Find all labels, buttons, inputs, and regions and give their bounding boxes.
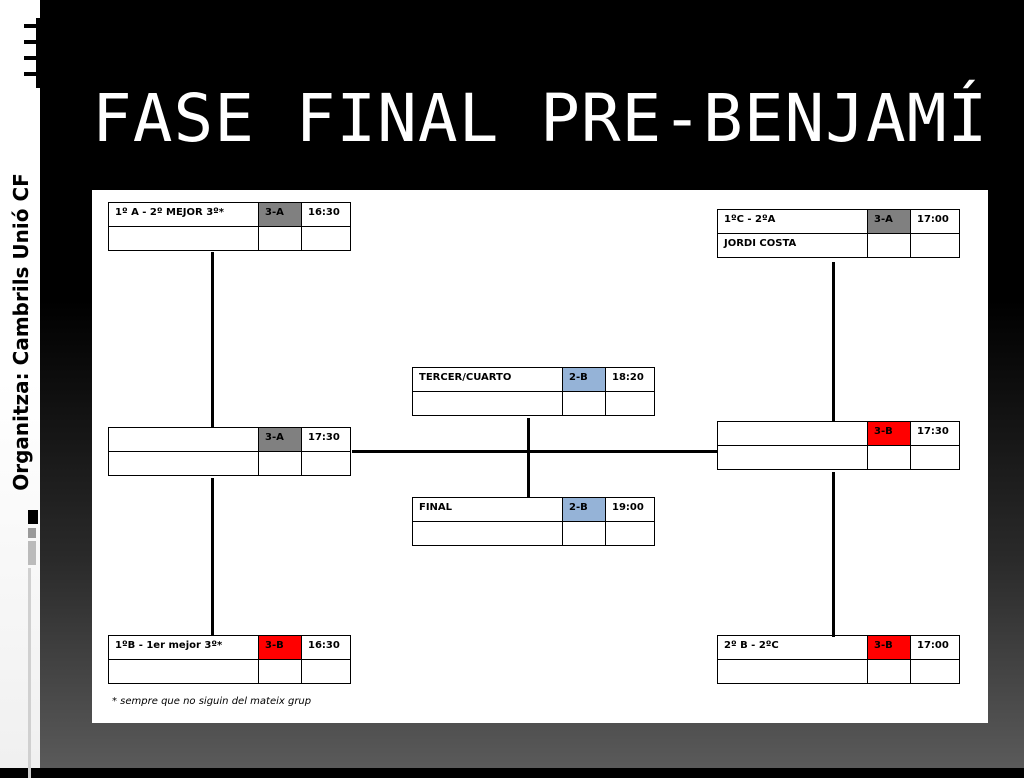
connector-left-upper xyxy=(211,252,214,428)
match-row-top: 2º B - 2ºC 3-B 17:00 xyxy=(717,635,960,660)
empty-cell xyxy=(258,659,302,684)
match-row-bottom xyxy=(108,659,351,684)
match-row-bottom xyxy=(412,521,655,546)
match-box: 3-A 17:30 xyxy=(108,427,351,476)
match-row-top: 1º A - 2º MEJOR 3º* 3-A 16:30 xyxy=(108,202,351,227)
connector-left-lower xyxy=(211,478,214,635)
connector-center xyxy=(527,418,530,498)
team-cell xyxy=(108,427,259,452)
match-box: 3-B 17:30 xyxy=(717,421,960,470)
empty-cell xyxy=(867,233,911,258)
match-box: 2º B - 2ºC 3-B 17:00 xyxy=(717,635,960,684)
empty-cell xyxy=(258,226,302,251)
field-cell: 3-A xyxy=(867,209,911,234)
match-row-top: 3-A 17:30 xyxy=(108,427,351,452)
team-cell: FINAL xyxy=(412,497,563,522)
team-cell: TERCER/CUARTO xyxy=(412,367,563,392)
match-row-bottom xyxy=(108,451,351,476)
team-cell xyxy=(717,659,868,684)
match-row-bottom: JORDI COSTA xyxy=(717,233,960,258)
empty-cell xyxy=(605,391,655,416)
match-row-top: 3-B 17:30 xyxy=(717,421,960,446)
team-cell xyxy=(108,451,259,476)
decorative-bars-icon xyxy=(28,510,40,778)
connector-right-lower xyxy=(832,472,835,637)
field-cell: 3-B xyxy=(867,635,911,660)
time-cell: 17:00 xyxy=(910,635,960,660)
match-box: TERCER/CUARTO 2-B 18:20 xyxy=(412,367,655,416)
empty-cell xyxy=(867,659,911,684)
team-cell xyxy=(108,659,259,684)
team-cell xyxy=(717,421,868,446)
decorative-lines-icon xyxy=(24,18,42,88)
field-cell: 3-B xyxy=(258,635,302,660)
team-cell xyxy=(412,391,563,416)
empty-cell xyxy=(910,445,960,470)
team-cell xyxy=(717,445,868,470)
empty-cell xyxy=(910,659,960,684)
team-cell: 1ºB - 1er mejor 3º* xyxy=(108,635,259,660)
organizer-label: Organitza: Cambrils Unió CF xyxy=(9,173,33,491)
time-cell: 16:30 xyxy=(301,202,351,227)
match-row-top: FINAL 2-B 19:00 xyxy=(412,497,655,522)
team-cell: 1ºC - 2ºA xyxy=(717,209,868,234)
slide-title: FASE FINAL PRE-BENJAMÍ xyxy=(92,80,989,157)
field-cell: 2-B xyxy=(562,497,606,522)
bracket-panel: 1º A - 2º MEJOR 3º* 3-A 16:30 3-A 17:30 … xyxy=(92,190,988,723)
empty-cell xyxy=(562,391,606,416)
connector-right-upper xyxy=(832,262,835,422)
empty-cell xyxy=(605,521,655,546)
time-cell: 18:20 xyxy=(605,367,655,392)
match-row-bottom xyxy=(412,391,655,416)
sidebar: Organitza: Cambrils Unió CF xyxy=(0,0,42,778)
team-cell xyxy=(108,226,259,251)
time-cell: 17:30 xyxy=(301,427,351,452)
empty-cell xyxy=(562,521,606,546)
team-cell xyxy=(412,521,563,546)
empty-cell xyxy=(301,451,351,476)
time-cell: 16:30 xyxy=(301,635,351,660)
team-cell: 1º A - 2º MEJOR 3º* xyxy=(108,202,259,227)
team-cell: JORDI COSTA xyxy=(717,233,868,258)
connector-horizontal xyxy=(352,450,717,453)
time-cell: 19:00 xyxy=(605,497,655,522)
field-cell: 3-A xyxy=(258,202,302,227)
empty-cell xyxy=(258,451,302,476)
footnote: * sempre que no siguin del mateix grup xyxy=(112,696,312,707)
match-row-top: TERCER/CUARTO 2-B 18:20 xyxy=(412,367,655,392)
empty-cell xyxy=(301,659,351,684)
field-cell: 3-B xyxy=(867,421,911,446)
match-row-bottom xyxy=(717,445,960,470)
match-row-top: 1ºB - 1er mejor 3º* 3-B 16:30 xyxy=(108,635,351,660)
match-row-top: 1ºC - 2ºA 3-A 17:00 xyxy=(717,209,960,234)
match-row-bottom xyxy=(717,659,960,684)
match-box: FINAL 2-B 19:00 xyxy=(412,497,655,546)
match-box: 1º A - 2º MEJOR 3º* 3-A 16:30 xyxy=(108,202,351,251)
match-box: 1ºB - 1er mejor 3º* 3-B 16:30 xyxy=(108,635,351,684)
match-row-bottom xyxy=(108,226,351,251)
field-cell: 3-A xyxy=(258,427,302,452)
time-cell: 17:30 xyxy=(910,421,960,446)
time-cell: 17:00 xyxy=(910,209,960,234)
empty-cell xyxy=(910,233,960,258)
field-cell: 2-B xyxy=(562,367,606,392)
match-box: 1ºC - 2ºA 3-A 17:00 JORDI COSTA xyxy=(717,209,960,258)
empty-cell xyxy=(301,226,351,251)
empty-cell xyxy=(867,445,911,470)
team-cell: 2º B - 2ºC xyxy=(717,635,868,660)
